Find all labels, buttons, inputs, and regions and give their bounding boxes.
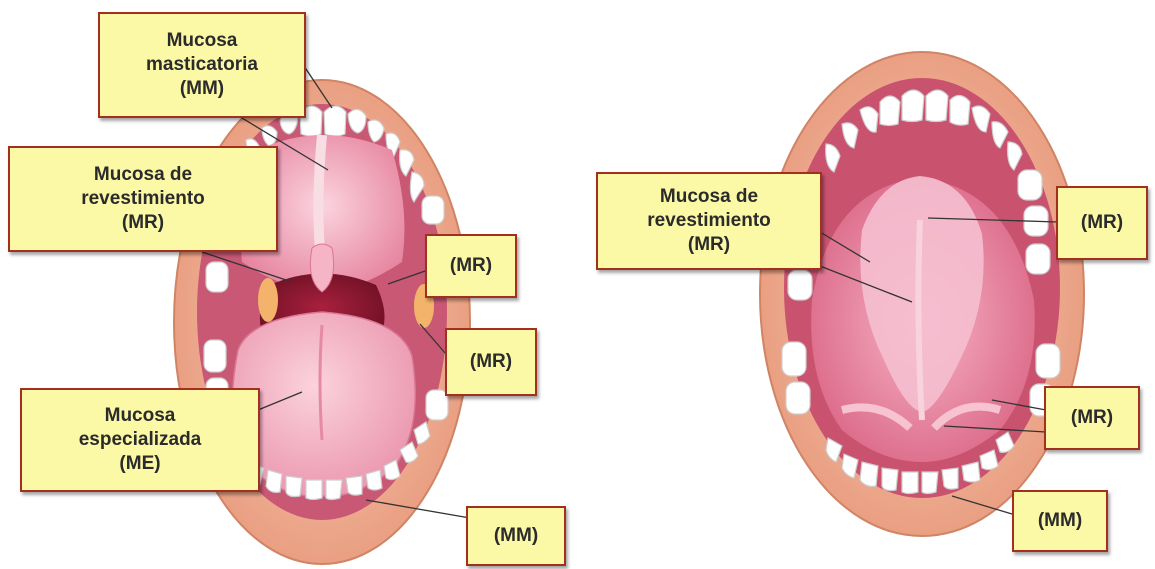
label-left-mucosa-masticatoria: Mucosa masticatoria (MM)	[98, 12, 306, 118]
label-left-mm-gingiva: (MM)	[466, 506, 566, 566]
left-palatine-raphe	[318, 135, 322, 250]
label-right-mr-floor: (MR)	[1044, 386, 1140, 450]
right-lingual-frenulum	[918, 220, 922, 420]
right-mouth	[760, 52, 1084, 536]
label-right-mr-tongue: (MR)	[1056, 186, 1148, 260]
label-left-mr-cheek: (MR)	[445, 328, 537, 396]
left-tonsil-left	[258, 278, 278, 322]
label-right-mucosa-revestimiento: Mucosa de revestimiento (MR)	[596, 172, 822, 270]
label-left-mr-pillar: (MR)	[425, 234, 517, 298]
label-right-mm-gingiva: (MM)	[1012, 490, 1108, 552]
label-left-mucosa-especializada: Mucosa especializada (ME)	[20, 388, 260, 492]
label-left-mucosa-revestimiento: Mucosa de revestimiento (MR)	[8, 146, 278, 252]
